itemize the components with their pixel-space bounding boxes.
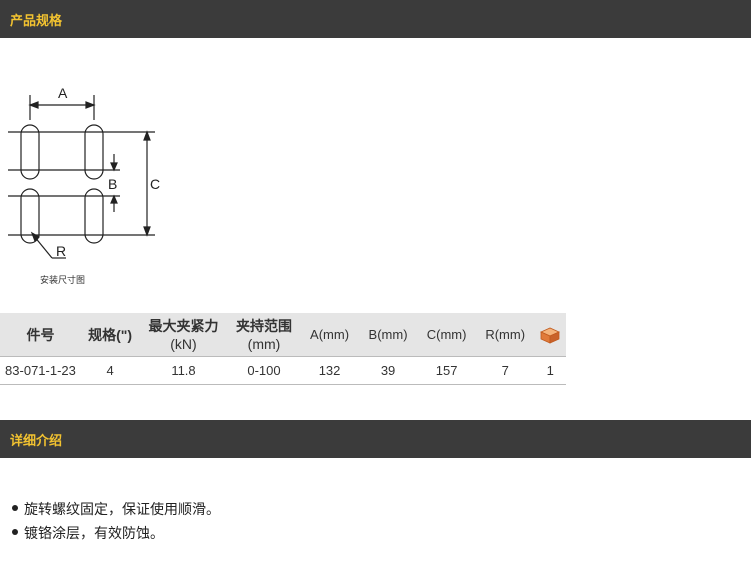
cell-qty: 1 [534, 356, 566, 385]
list-item: 旋转螺纹固定，保证使用顺滑。 [12, 500, 220, 524]
cell-r: 7 [475, 356, 535, 385]
installation-diagram: A B C R [0, 70, 200, 300]
col-clamp-force: 最大夹紧力 (kN) [139, 313, 228, 357]
feature-text: 镀铬涂层，有效防蚀。 [24, 526, 164, 542]
col-spec: 规格(") [80, 313, 140, 357]
diagram-drawing: A B C R [8, 85, 160, 259]
slot-bottom-left [20, 188, 40, 244]
col-a: A(mm) [300, 313, 359, 357]
cell-a: 132 [300, 356, 359, 385]
col-clamp-range-line1: 夹持范围 [236, 317, 292, 334]
cell-clamp-range: 0-100 [227, 356, 301, 385]
cell-part-no: 83-071-1-23 [0, 356, 81, 385]
list-item: 镀铬涂层，有效防蚀。 [12, 524, 220, 548]
dim-label-b: B [108, 176, 117, 192]
detail-section-title: 详细介绍 [10, 433, 63, 449]
slot-top-right [84, 124, 104, 180]
dim-label-a: A [58, 85, 68, 101]
spec-section-header: 产品规格 [0, 0, 751, 38]
bullet-icon [12, 529, 18, 535]
col-r: R(mm) [475, 313, 535, 357]
col-clamp-force-line2: (kN) [170, 335, 197, 352]
col-clamp-force-line1: 最大夹紧力 [148, 317, 219, 334]
slot-bottom-right [84, 188, 104, 244]
cell-b: 39 [358, 356, 418, 385]
dim-label-r: R [56, 243, 66, 259]
spec-section-title: 产品规格 [10, 13, 63, 29]
bullet-icon [12, 505, 18, 511]
col-c: C(mm) [417, 313, 476, 357]
diagram-caption: 安装尺寸图 [40, 276, 86, 286]
slot-top-left [20, 124, 40, 180]
table-header-row: 件号 规格(") 最大夹紧力 (kN) 夹持范围 (mm) A(mm) B(mm… [0, 313, 566, 357]
cell-c: 157 [417, 356, 476, 385]
cell-clamp-force: 11.8 [139, 356, 228, 385]
cell-spec: 4 [80, 356, 140, 385]
table-row: 83-071-1-23 4 11.8 0-100 132 39 157 7 1 [0, 356, 566, 385]
detail-section-header: 详细介绍 [0, 420, 751, 458]
col-part-no: 件号 [0, 313, 81, 357]
col-clamp-range: 夹持范围 (mm) [227, 313, 301, 357]
box-icon [539, 326, 561, 344]
spec-table: 件号 规格(") 最大夹紧力 (kN) 夹持范围 (mm) A(mm) B(mm… [0, 313, 566, 385]
col-qty [534, 313, 566, 357]
col-clamp-range-line2: (mm) [247, 335, 281, 352]
dim-label-c: C [150, 176, 160, 192]
feature-text: 旋转螺纹固定，保证使用顺滑。 [24, 502, 220, 518]
feature-list: 旋转螺纹固定，保证使用顺滑。 镀铬涂层，有效防蚀。 [12, 500, 220, 548]
col-b: B(mm) [358, 313, 418, 357]
